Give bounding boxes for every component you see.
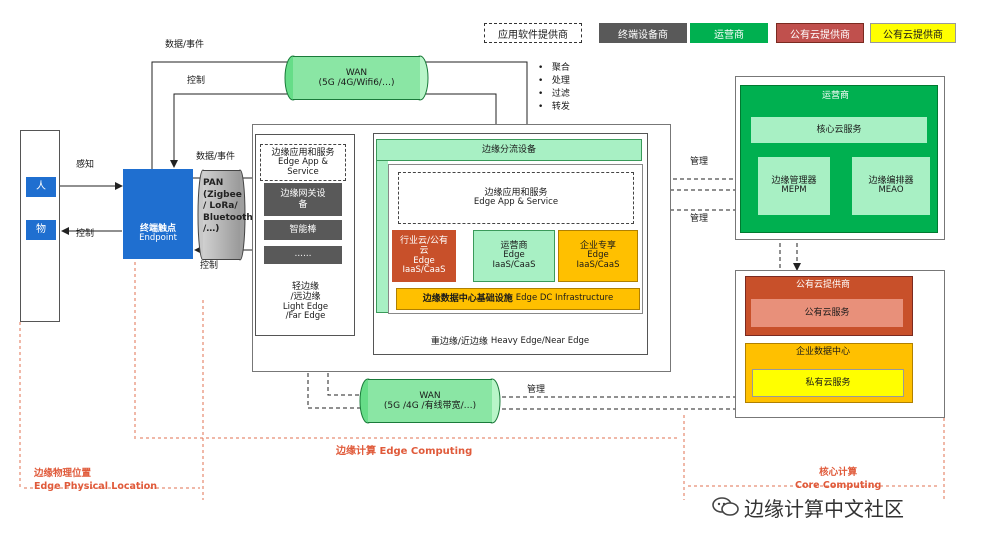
- bullet-filter: • 过滤: [538, 89, 570, 99]
- public-cloud-title: 公有云提供商: [796, 280, 851, 290]
- endpoint-box: 终端触点 Endpoint: [123, 169, 193, 259]
- heavy-edge-title: 重边缘/近边缘 Heavy Edge/Near Edge: [430, 336, 590, 347]
- legend-terminal-label: 终端设备商: [618, 29, 668, 41]
- offload-device-bar: 边缘分流设备: [376, 139, 642, 161]
- light-edge-app-en2: Service: [287, 166, 319, 177]
- more-devices-box: ……: [264, 246, 342, 264]
- thing-box: 物: [26, 220, 56, 240]
- legend-public-cloud-label: 公有云提供商: [790, 29, 850, 41]
- person-box: 人: [26, 177, 56, 197]
- legend-public-cloud: 公有云提供商: [776, 23, 864, 43]
- watermark-text: 边缘计算中文社区: [744, 496, 904, 521]
- wan-top-subtitle: (5G /4G/Wifi6/…): [318, 78, 395, 88]
- pan-cylinder: [203, 170, 240, 260]
- industry-cloud-box: 行业云/公有 云 Edge IaaS/CaaS: [392, 230, 456, 282]
- control-top-label: 控制: [187, 76, 206, 86]
- operator-edge-box: 运营商 Edge IaaS/CaaS: [473, 230, 555, 282]
- legend-app-software: 应用软件提供商: [484, 23, 582, 43]
- smart-stick-box: 智能棒: [264, 220, 342, 240]
- wan-top-cylinder: WAN (5G /4G/Wifi6/…): [293, 56, 420, 100]
- data-event-mid-label: 数据/事件: [196, 152, 236, 162]
- gateway-box: 边缘网关设 备: [264, 183, 342, 216]
- light-edge-title: 轻边缘 /远边缘 Light Edge /Far Edge: [282, 281, 329, 322]
- mepm-box: 边缘管理器 MEPM: [758, 157, 830, 215]
- function-bullets: • 聚合 • 处理 • 过滤 • 转发: [538, 62, 570, 114]
- manage-label-1: 管理: [690, 157, 709, 167]
- control-left-label: 控制: [76, 229, 95, 239]
- legend-operator-label: 运营商: [714, 29, 744, 41]
- light-edge-app-box: 边缘应用和服务 Edge App & Service: [260, 144, 346, 181]
- legend: 应用软件提供商 终端设备商 运营商 公有云提供商 公有云提供商: [484, 23, 959, 43]
- manage-label-2: 管理: [690, 214, 709, 224]
- private-cloud-service-box: 私有云服务: [752, 369, 904, 397]
- bullet-aggregate: • 聚合: [538, 63, 570, 73]
- data-event-top-label: 数据/事件: [165, 40, 205, 50]
- operator-title: 运营商: [822, 91, 850, 101]
- wechat-icon: [712, 497, 739, 516]
- meao-box: 边缘编排器 MEAO: [852, 157, 930, 215]
- edge-dc-bar: 边缘数据中心基础设施 Edge DC Infrastructure: [396, 288, 640, 310]
- watermark: 边缘计算中文社区: [712, 492, 904, 522]
- core-cloud-service-box: 核心云服务: [751, 117, 927, 143]
- light-edge-app-zh: 边缘应用和服务: [271, 147, 335, 158]
- control-low-label: 控制: [200, 261, 219, 271]
- heavy-edge-app-box: 边缘应用和服务 Edge App & Service: [398, 172, 634, 224]
- legend-public-cloud-yellow-label: 公有云提供商: [883, 29, 943, 41]
- bullet-forward: • 转发: [538, 102, 570, 112]
- edge-physical-location-label: 边缘物理位置 Edge Physical Location: [34, 468, 157, 492]
- legend-terminal: 终端设备商: [599, 23, 687, 43]
- public-cloud-service-box: 公有云服务: [751, 299, 903, 327]
- sense-label: 感知: [76, 160, 95, 170]
- enterprise-edge-box: 企业专享 Edge IaaS/CaaS: [558, 230, 638, 282]
- light-edge-app-en: Edge App &: [277, 156, 329, 167]
- legend-public-cloud-yellow: 公有云提供商: [870, 23, 956, 43]
- pan-text: PAN (Zigbee / LoRa/ Bluetooth /…): [203, 178, 253, 234]
- legend-operator: 运营商: [690, 23, 768, 43]
- wan-top-title: WAN: [345, 67, 368, 78]
- wan-bottom-cylinder: WAN (5G /4G /有线带宽/…): [368, 379, 492, 423]
- manage-label-3: 管理: [527, 385, 546, 395]
- legend-app-label: 应用软件提供商: [498, 29, 568, 41]
- enterprise-dc-title: 企业数据中心: [796, 347, 851, 357]
- edge-computing-label: 边缘计算 Edge Computing: [336, 446, 473, 457]
- endpoint-zh: 终端触点: [139, 223, 176, 234]
- bullet-process: • 处理: [538, 76, 570, 86]
- core-computing-label: 核心计算 Core Computing: [795, 467, 882, 491]
- endpoint-en: Endpoint: [139, 233, 177, 244]
- offload-device-side: [376, 161, 388, 313]
